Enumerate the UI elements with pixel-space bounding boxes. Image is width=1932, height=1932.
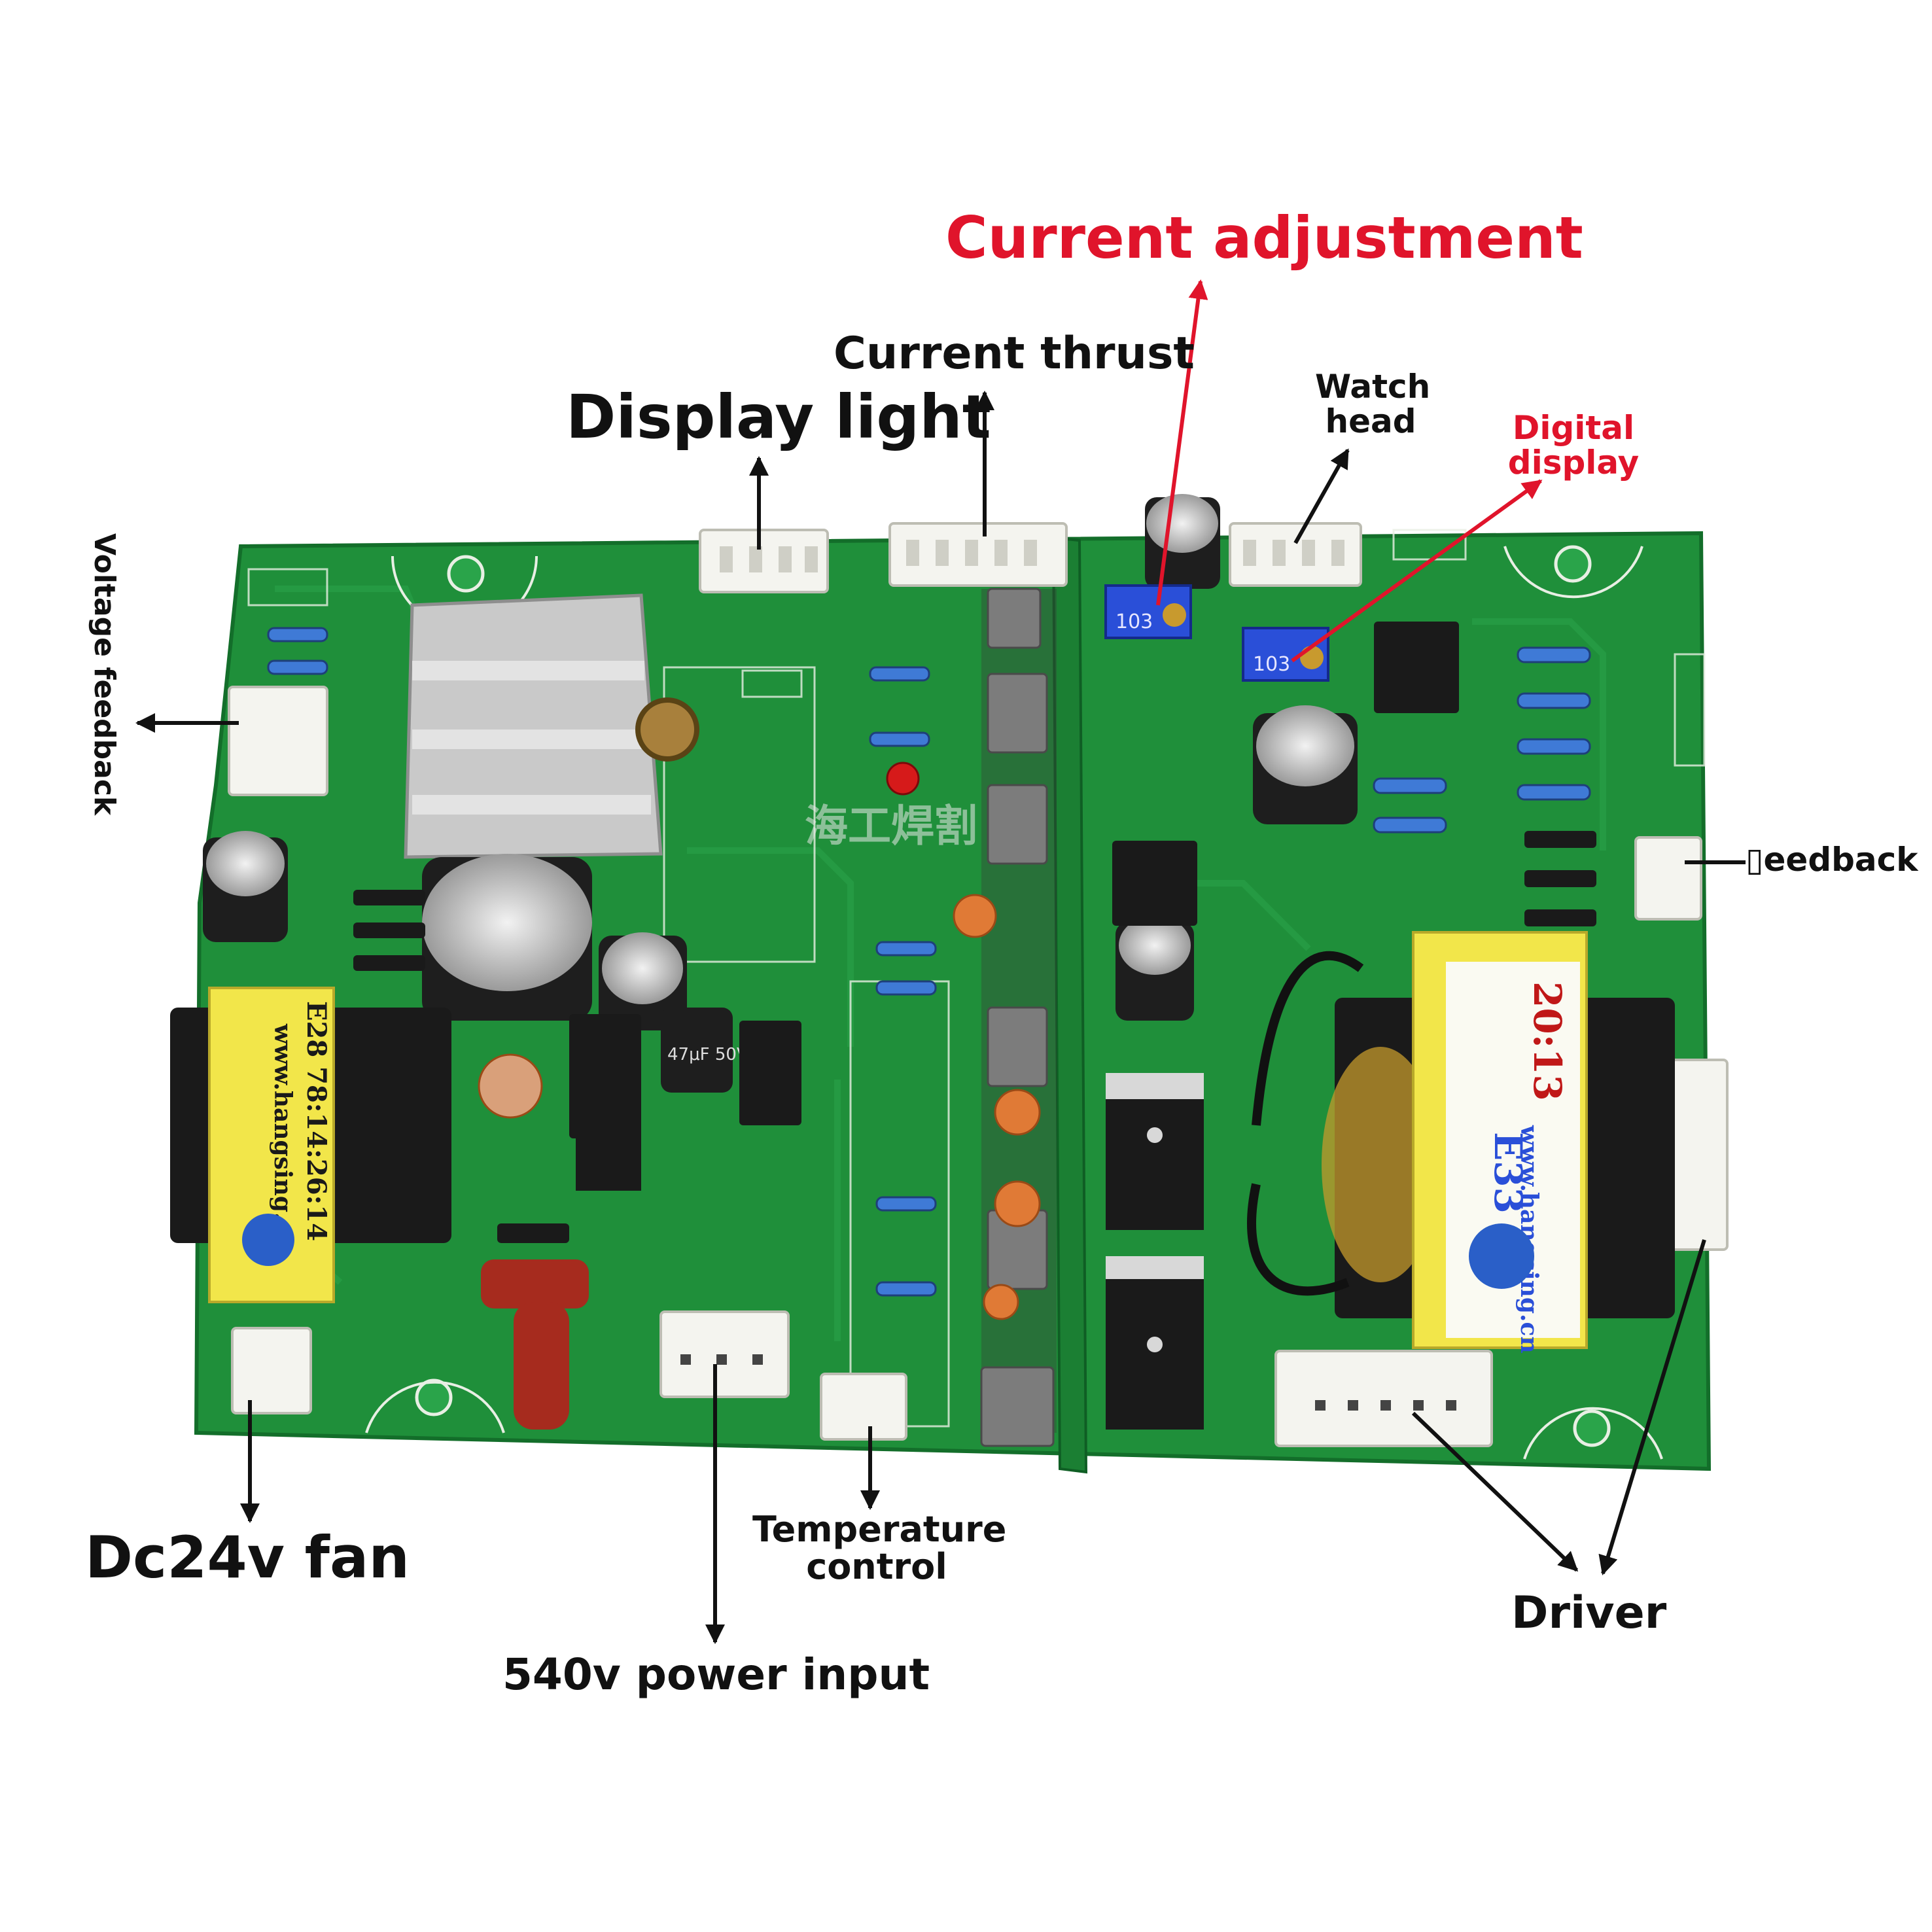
connector-driver-side bbox=[1670, 1059, 1729, 1251]
transformer-left: E28 78:14:26:14 www.hangsing.cn bbox=[170, 987, 451, 1303]
potentiometers: 103 103 bbox=[1104, 584, 1329, 682]
label-temperature-control-line1: Temperature bbox=[752, 1509, 1007, 1550]
transformer-right: 20:13 www.hangsing.cn E33 bbox=[1322, 931, 1675, 1354]
label-digital-display: Digital display bbox=[1505, 411, 1642, 480]
label-watch-head: Watch head bbox=[1315, 368, 1431, 440]
daughter-board bbox=[980, 536, 1088, 1474]
label-watch-head-line1: Watch bbox=[1315, 368, 1431, 406]
red-led bbox=[886, 762, 920, 796]
label-digital-display-line2: display bbox=[1507, 443, 1640, 482]
potentiometer-current-adjustment: 103 bbox=[1104, 584, 1192, 639]
capacitor bbox=[1115, 916, 1194, 1021]
connector-fan bbox=[231, 1327, 312, 1414]
label-current-thrust: Current thrust bbox=[834, 328, 1195, 379]
heatsink bbox=[404, 593, 699, 859]
label-temperature-control: Temperature control bbox=[752, 1509, 1007, 1587]
label-digital-display-line1: Digital bbox=[1512, 409, 1635, 447]
watermark: 海工焊割 bbox=[805, 801, 977, 851]
transformer-left-model: E28 78:14:26:14 bbox=[301, 1001, 332, 1241]
capacitor bbox=[1253, 705, 1358, 824]
mosfets bbox=[576, 1021, 1204, 1430]
label-display-light: Display light bbox=[566, 382, 991, 452]
wires bbox=[1246, 951, 1364, 1296]
transformer-right-ratio: 20:13 bbox=[1525, 981, 1570, 1101]
connector-watch-head bbox=[1229, 522, 1362, 587]
arrow-current-adjustment bbox=[1156, 279, 1208, 606]
connector-display-light bbox=[699, 529, 829, 593]
label-driver: Driver bbox=[1511, 1587, 1667, 1639]
capacitor-47uf: 47μF 50V bbox=[661, 1008, 748, 1093]
label-watch-head-line2: head bbox=[1325, 402, 1416, 440]
label-temperature-control-line2: control bbox=[806, 1545, 947, 1587]
label-dc24v-fan: Dc24v fan bbox=[85, 1524, 410, 1591]
connector-temperature bbox=[820, 1373, 907, 1441]
connectors bbox=[228, 522, 1729, 1447]
annotation-arrows bbox=[135, 279, 1746, 1644]
potentiometer-digital-display: 103 bbox=[1242, 627, 1329, 682]
capacitor bbox=[1145, 494, 1220, 589]
transformer-left-website: www.hangsing.cn bbox=[269, 1023, 296, 1252]
capacitors: 47μF 50V bbox=[203, 494, 1358, 1093]
film-capacitor bbox=[481, 1259, 589, 1430]
capacitor bbox=[422, 854, 592, 1021]
transformer-right-model: E33 bbox=[1486, 1132, 1530, 1214]
label-voltage-feedback: Voltage feedback bbox=[88, 533, 121, 816]
svg-text:103: 103 bbox=[1253, 653, 1290, 676]
label-power-input: 540v power input bbox=[502, 1649, 930, 1700]
connector-driver-bottom bbox=[1274, 1350, 1493, 1447]
connector-feedback bbox=[1634, 836, 1702, 921]
diodes bbox=[353, 831, 1596, 1243]
resistors bbox=[267, 627, 1591, 1297]
capacitor bbox=[599, 932, 687, 1030]
arrow-watch-head bbox=[1293, 448, 1350, 544]
capacitor-label: 47μF 50V bbox=[667, 1045, 748, 1064]
label-current-adjustment: Current adjustment bbox=[945, 204, 1583, 272]
arrow-digital-display bbox=[1291, 479, 1543, 663]
ceramic-capacitors bbox=[478, 894, 1041, 1320]
svg-text:103: 103 bbox=[1115, 610, 1153, 633]
connector-voltage-feedback bbox=[228, 686, 328, 796]
label-feedback: ▯eedback bbox=[1746, 841, 1918, 879]
capacitor bbox=[203, 831, 288, 942]
arrow-driver-2 bbox=[1598, 1239, 1706, 1575]
arrow-driver-1 bbox=[1411, 1411, 1579, 1572]
